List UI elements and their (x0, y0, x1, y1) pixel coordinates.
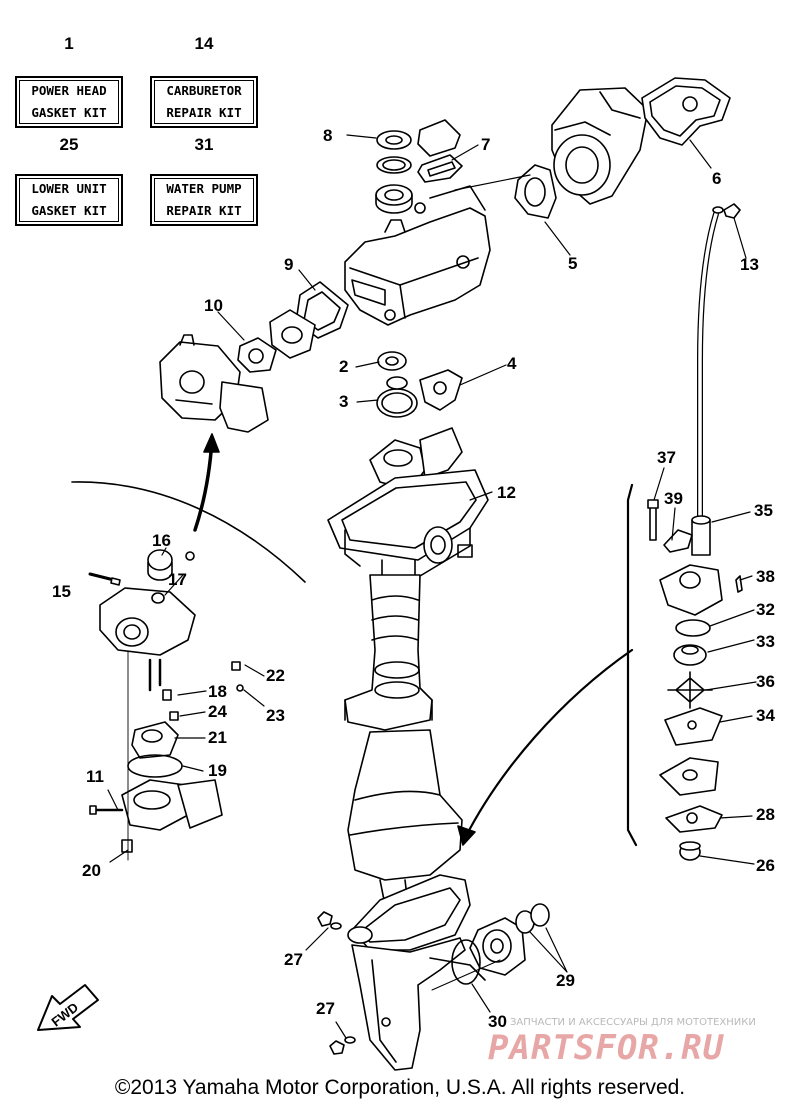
seal-29b (530, 903, 550, 927)
cylinder-head (551, 87, 649, 205)
part-callout: 36 (756, 672, 775, 691)
part-callout: 13 (740, 255, 759, 274)
drain-screw-upper (317, 911, 342, 930)
kit-number: 1 (64, 34, 74, 53)
part-callout: 32 (756, 600, 775, 619)
carburetor-assembly (159, 334, 269, 433)
part-callout: 29 (556, 971, 575, 990)
copyright-notice: ©2013 Yamaha Motor Corporation, U.S.A. A… (114, 1076, 686, 1099)
part-callout: 17 (168, 570, 187, 589)
kit-number: 25 (59, 135, 79, 154)
pump-to-lowerunit-arrow (463, 648, 634, 840)
part-callout: 23 (266, 706, 285, 725)
part-callout: 19 (208, 761, 227, 780)
kit-label-box: LOWER UNIT GASKET KIT (15, 174, 123, 226)
exhaust-guide (327, 427, 489, 586)
part-callout: 30 (488, 1012, 507, 1031)
part-callout: 18 (208, 682, 227, 701)
kit-line1: WATER PUMP (166, 181, 242, 196)
part-callout: 21 (208, 728, 227, 747)
water-tube (697, 211, 719, 523)
carb-to-assembly-arrow (193, 438, 214, 532)
tube-seal-35 (691, 519, 711, 556)
part-callout: 35 (754, 501, 773, 520)
part-callout: 22 (266, 666, 285, 685)
reed-valve-block (269, 309, 316, 359)
prop-shaft-housing (469, 917, 526, 976)
oil-seal-2 (377, 351, 407, 371)
kit-line2: REPAIR KIT (166, 105, 242, 120)
carb-gasket-10 (237, 337, 277, 373)
kit-label-box: CARBURETOR REPAIR KIT (150, 76, 258, 128)
part-callout: 5 (568, 254, 578, 273)
kit-number: 14 (194, 34, 214, 53)
float-chamber-gasket (127, 754, 183, 778)
part-callout: 16 (152, 531, 171, 550)
kit-line2: GASKET KIT (31, 203, 107, 218)
kit-label-box: POWER HEAD GASKET KIT (15, 76, 123, 128)
part-callout: 24 (208, 702, 227, 721)
part-callout: 38 (756, 567, 775, 586)
driveshaft-housing (344, 574, 463, 906)
part-callout: 11 (86, 767, 104, 786)
kit-line1: CARBURETOR (166, 83, 242, 98)
leader-lines (107, 134, 757, 1039)
part-callout: 9 (284, 255, 294, 274)
head-cover-gasket (641, 77, 731, 146)
part-callout: 28 (756, 805, 775, 824)
pump-to-lowerunit-line (431, 959, 501, 991)
part-callout: 27 (284, 950, 303, 969)
grommet-13 (723, 203, 741, 219)
part-callout: 20 (82, 861, 101, 880)
part-callout: 7 (481, 135, 491, 154)
kit-line1: POWER HEAD (31, 83, 107, 98)
cylinder-head-gasket (514, 164, 557, 219)
kit-line2: GASKET KIT (31, 105, 107, 120)
part-callout: 4 (507, 354, 517, 373)
pump-group-bracket (626, 483, 638, 847)
lower-unit (347, 874, 486, 1071)
part-callout: 26 (756, 856, 775, 875)
part-callout: 15 (52, 582, 71, 601)
part-callout: 2 (339, 357, 349, 376)
part-callout: 3 (339, 392, 349, 411)
fwd-arrow (37, 984, 99, 1031)
carb-group-bracket (71, 481, 306, 583)
part-callout: 27 (316, 999, 335, 1018)
part-callout: 34 (756, 706, 775, 725)
kit-line2: REPAIR KIT (166, 203, 242, 218)
power-head-block (344, 185, 491, 326)
drain-screw-lower (329, 1036, 356, 1055)
o-ring-30 (451, 939, 481, 985)
carburetor-detail (88, 549, 244, 853)
part-callout: 37 (657, 448, 676, 467)
part-callout: 6 (712, 169, 722, 188)
crankshaft-bearings (375, 130, 413, 214)
gasket-4 (419, 369, 463, 411)
part-callout: 8 (323, 126, 333, 145)
watermark-logo: PARTSFOR.RU (488, 1028, 725, 1068)
part-callout: 39 (664, 489, 683, 508)
kit-number: 31 (194, 135, 214, 154)
part-callout: 10 (204, 296, 223, 315)
kit-label-box: WATER PUMP REPAIR KIT (150, 174, 258, 226)
water-pump-assembly (647, 499, 743, 861)
part-callout: 33 (756, 632, 775, 651)
cover-plate (417, 119, 461, 157)
watermark-tagline: ЗАПЧАСТИ И АКСЕССУАРЫ ДЛЯ МОТОТЕХНИКИ (510, 1017, 756, 1028)
part-callout: 12 (497, 483, 516, 502)
kit-line1: LOWER UNIT (31, 181, 107, 196)
